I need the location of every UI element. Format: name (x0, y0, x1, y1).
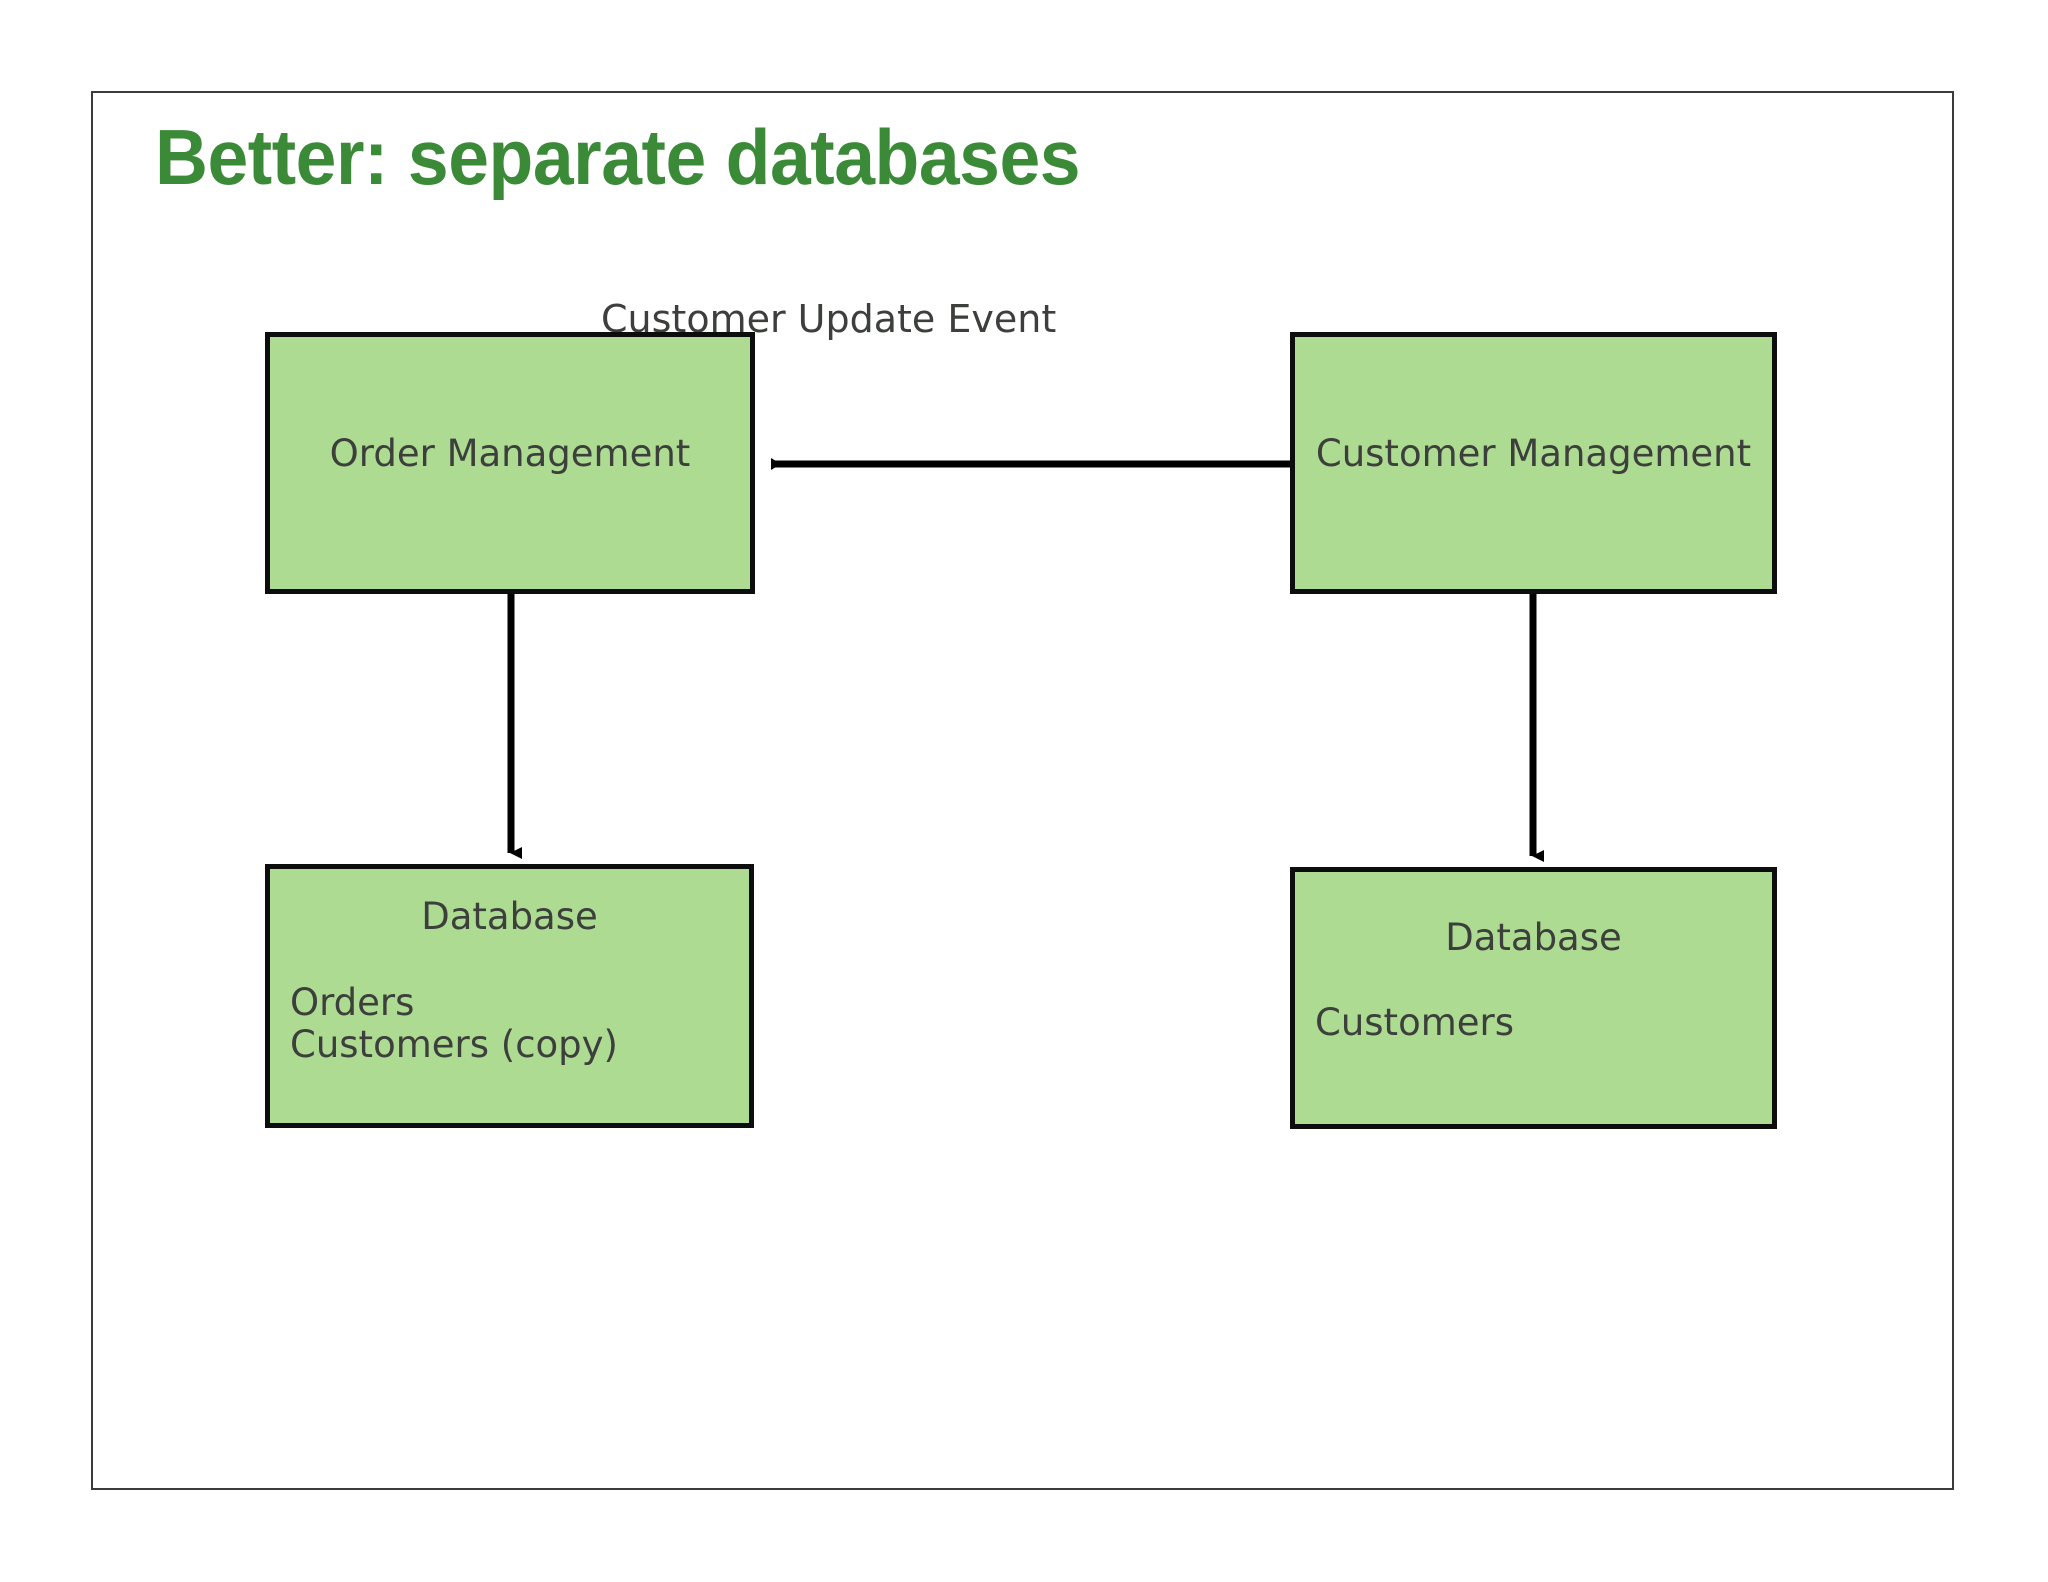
node-order-management[interactable]: Order Management (265, 332, 755, 594)
node-order-database[interactable]: Database Orders Customers (copy) (265, 864, 754, 1128)
node-order-database-line-customers-copy: Customers (copy) (290, 1023, 618, 1066)
node-customer-database[interactable]: Database Customers (1290, 867, 1777, 1129)
node-customer-database-line-customers: Customers (1315, 1001, 1515, 1044)
node-customer-management-title: Customer Management (1315, 432, 1752, 475)
node-order-management-title: Order Management (329, 432, 691, 475)
node-customer-database-title: Database (1445, 916, 1622, 959)
node-order-database-line-orders: Orders (290, 981, 415, 1024)
node-customer-management[interactable]: Customer Management (1290, 332, 1777, 594)
node-order-database-title: Database (421, 895, 598, 938)
page-title: Better: separate databases (155, 113, 1081, 201)
slide-canvas: Better: separate databases Customer Upda… (91, 91, 1954, 1490)
